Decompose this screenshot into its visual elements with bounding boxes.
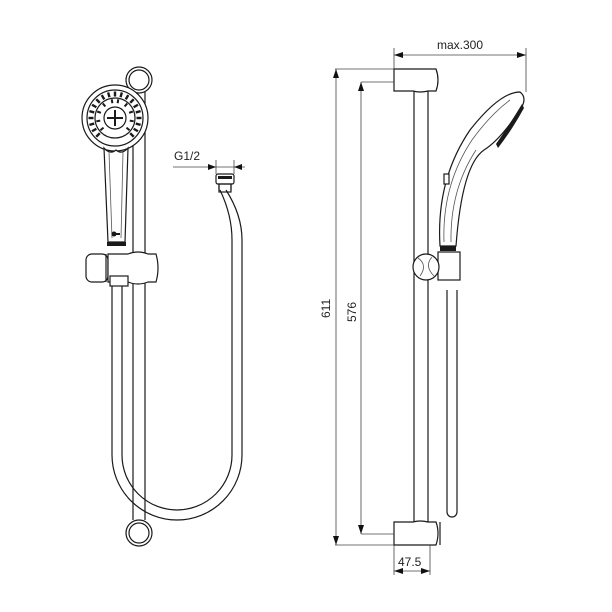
thread-dimension: G1/2 bbox=[173, 149, 245, 174]
bottom-wall-bracket bbox=[393, 520, 439, 546]
overall-height-dimension: 611 bbox=[319, 68, 394, 546]
spray-face-side bbox=[496, 104, 524, 148]
wall-depth-dimension: 47.5 bbox=[393, 545, 431, 575]
shower-head-front bbox=[81, 84, 149, 152]
overall-height-label: 611 bbox=[319, 299, 333, 318]
thread-label: G1/2 bbox=[174, 149, 200, 163]
hose bbox=[111, 183, 243, 521]
top-ring-bracket bbox=[125, 66, 153, 94]
spray-nozzles bbox=[88, 91, 142, 138]
side-view: max.300 611 576 47.5 bbox=[319, 38, 527, 575]
hose-side bbox=[439, 290, 458, 545]
shower-head-side bbox=[438, 91, 525, 251]
projection-dimension: max.300 bbox=[393, 38, 527, 92]
center-distance-dimension: 576 bbox=[345, 81, 394, 535]
center-distance-label: 576 bbox=[345, 302, 359, 322]
brand-logo-icon bbox=[111, 231, 117, 237]
top-wall-bracket bbox=[393, 68, 439, 93]
wall-depth-label: 47.5 bbox=[398, 555, 422, 569]
slide-rail-side bbox=[413, 91, 429, 522]
shower-handle-front bbox=[103, 146, 129, 246]
slider-holder-front bbox=[85, 251, 159, 287]
hose-connector bbox=[215, 173, 235, 193]
front-view: G1/2 bbox=[81, 66, 245, 547]
slide-rail bbox=[132, 92, 146, 520]
max-projection-label: max.300 bbox=[437, 38, 483, 52]
slider-holder-side bbox=[412, 251, 461, 281]
bottom-ring-bracket bbox=[125, 519, 153, 547]
